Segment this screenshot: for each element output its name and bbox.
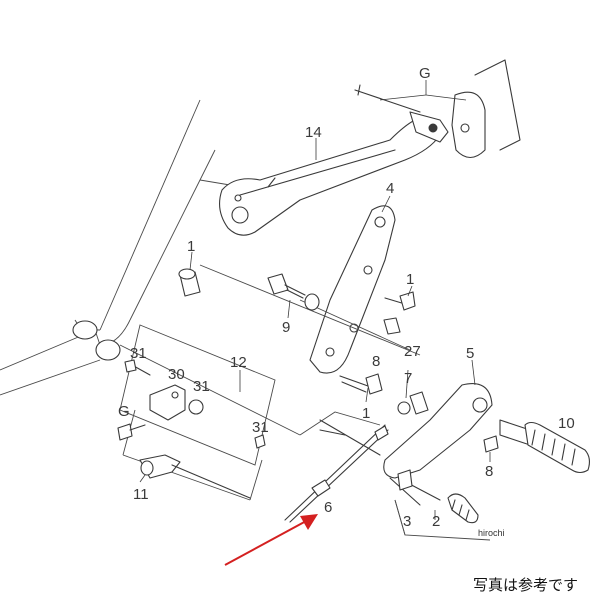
pivot-plate (309, 205, 396, 374)
label-30: 30 (168, 366, 185, 383)
brake-pedal-arm (219, 59, 521, 236)
spacer-1-left (178, 268, 201, 297)
label-7: 7 (404, 370, 412, 387)
bolt-1-right (384, 291, 416, 311)
label-10: 10 (558, 415, 575, 432)
label-12: 12 (230, 354, 247, 371)
footrest-peg (499, 419, 591, 474)
watermark-text: hirochi (478, 528, 505, 538)
bracket-30 (124, 359, 266, 449)
label-31-b: 31 (193, 378, 210, 395)
label-8-right: 8 (485, 463, 493, 480)
leader-lines (139, 80, 491, 520)
label-3: 3 (403, 513, 411, 530)
clevis-11 (139, 454, 251, 499)
label-1-right: 1 (406, 271, 414, 288)
bolt-8-right (483, 435, 499, 453)
label-27: 27 (404, 343, 421, 360)
reference-caption: 写真は参考です (472, 576, 578, 594)
bolt-8-top (339, 373, 383, 395)
bush-7 (397, 391, 429, 415)
label-g-top: G (419, 65, 431, 82)
label-9: 9 (282, 319, 290, 336)
frame-tubes (0, 99, 301, 436)
label-31-c: 31 (252, 419, 269, 436)
red-pointer-arrow (224, 514, 318, 566)
brake-rod (284, 424, 389, 523)
bolt-spring-3-2 (397, 469, 479, 524)
label-1-mid: 1 (362, 405, 370, 422)
label-6: 6 (324, 499, 332, 516)
label-4: 4 (386, 180, 394, 197)
nut-27 (383, 317, 401, 335)
label-1-left: 1 (187, 238, 195, 255)
rod-bracket-outline (299, 411, 491, 541)
label-31-a: 31 (130, 345, 147, 362)
g-bolt-left (117, 423, 146, 441)
label-8-top: 8 (372, 353, 380, 370)
label-g-left: G (118, 403, 130, 420)
label-5: 5 (466, 345, 474, 362)
bolt-9 (267, 273, 320, 311)
label-14: 14 (305, 124, 322, 141)
label-2: 2 (432, 513, 440, 530)
label-11: 11 (133, 486, 149, 503)
